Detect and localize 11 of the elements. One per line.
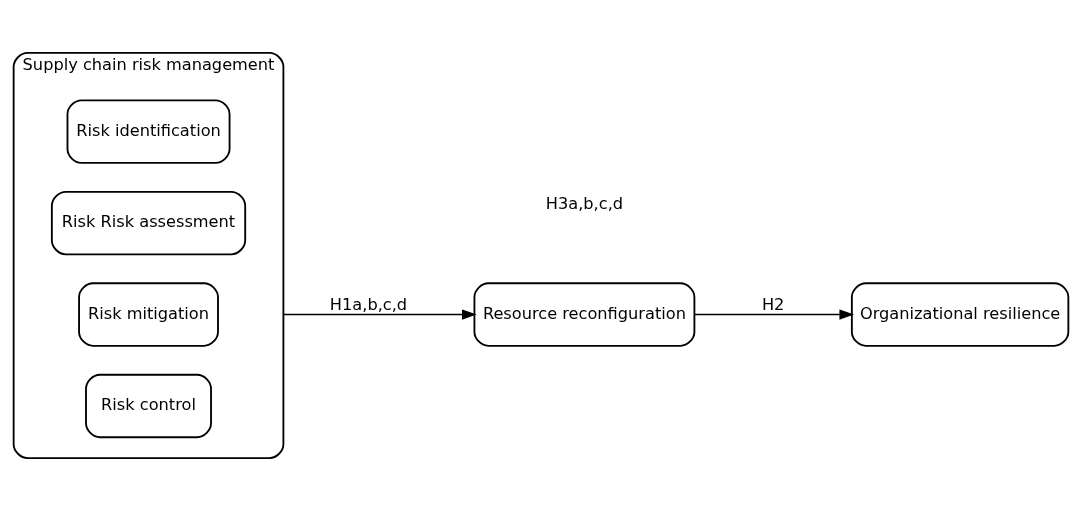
arrow	[282, 309, 477, 320]
edge-label: H1a,b,c,d	[329, 295, 408, 315]
node-box: Resource reconfiguration	[473, 282, 696, 347]
node-box: Risk mitigation	[78, 282, 219, 347]
node-box: Risk Risk assessment	[50, 190, 247, 256]
arrow	[693, 309, 855, 320]
label: H3a,b,c,d	[545, 193, 624, 213]
edge-label: H2	[761, 295, 785, 315]
node-box: Organizational resilience	[850, 282, 1070, 347]
node-box: Risk control	[85, 373, 212, 439]
node-box: Risk identification	[66, 99, 231, 164]
